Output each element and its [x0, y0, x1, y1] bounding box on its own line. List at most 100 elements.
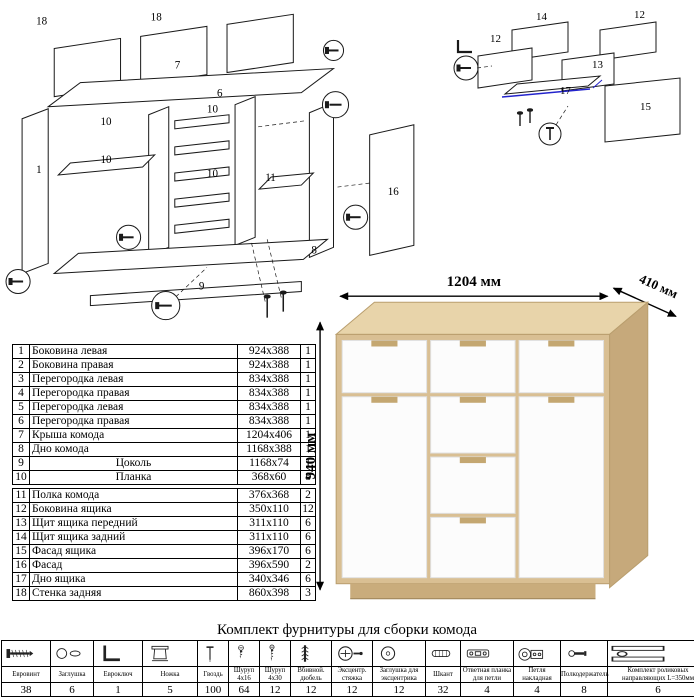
partition-panel — [234, 95, 256, 247]
part-name: Щит ящика задний — [29, 530, 238, 545]
hardware-item-qty: 8 — [560, 682, 608, 698]
shelf-pin-icon — [560, 640, 608, 667]
part-number: 16 — [12, 558, 30, 573]
hardware-item-qty: 4 — [513, 682, 561, 698]
magnifier-callouts — [5, 39, 369, 321]
part-name: Цоколь — [29, 456, 238, 471]
magnifier-callouts — [453, 55, 562, 146]
hardware-item-qty: 12 — [372, 682, 426, 698]
hexkey-detail — [456, 40, 472, 54]
handle-grooves — [371, 340, 575, 524]
hexkey-icon — [93, 640, 143, 667]
part-number-label: 15 — [640, 101, 652, 113]
part-number-label: 13 — [592, 59, 604, 71]
drawer-facade-15 — [604, 77, 681, 143]
wood-dowel-icon — [425, 640, 461, 667]
bottom-panel-8 — [52, 238, 329, 275]
plinth-9 — [89, 280, 302, 307]
hardware-kit-title: Комплект фурнитуры для сборки комода — [216, 622, 477, 638]
part-number-label: 9 — [199, 281, 205, 293]
part-number-label: 8 — [311, 244, 317, 256]
part-size: 376x368 — [237, 488, 301, 503]
part-name: Дно ящика — [29, 572, 238, 587]
handle-groove — [459, 457, 486, 464]
loose-screws-detail — [516, 108, 534, 126]
handle-groove — [459, 396, 486, 403]
part-number: 12 — [12, 502, 30, 517]
drawer-slat-10 — [174, 192, 230, 208]
wood-dowel-icon — [431, 649, 451, 658]
plug-icon — [56, 648, 81, 659]
hardware-item-qty: 6 — [50, 682, 94, 698]
part-number: 2 — [12, 358, 30, 373]
hexkey-icon — [103, 645, 120, 662]
part-qty: 8 — [300, 470, 316, 485]
part-size: 924x388 — [237, 344, 301, 359]
euroscrew-icon — [1, 640, 51, 667]
hardware-item-qty: 12 — [259, 682, 291, 698]
part-number: 3 — [12, 372, 30, 387]
hinge-icon — [513, 640, 561, 667]
hardware-item-qty: 32 — [425, 682, 461, 698]
assembly-guide-lines — [170, 120, 370, 302]
part-number-label: 10 — [100, 116, 112, 128]
drawer-front — [430, 456, 516, 514]
part-name: Боковина ящика — [29, 502, 238, 517]
part-name: Стенка задняя — [29, 586, 238, 601]
hardware-item-name: Ножка — [142, 665, 198, 684]
part-name: Крыша комода — [29, 428, 238, 443]
screw-icon — [269, 644, 275, 662]
part-number: 11 — [12, 488, 30, 503]
part-number: 17 — [12, 572, 30, 587]
cabinet-plinth — [350, 583, 596, 599]
part-number: 8 — [12, 442, 30, 457]
cabinet — [334, 301, 650, 600]
hardware-item-qty: 4 — [460, 682, 514, 698]
part-number-label: 7 — [175, 60, 181, 72]
depth-dimension-label: 410 мм — [637, 271, 680, 301]
hardware-item-name: Евровинт — [1, 665, 51, 684]
part-number: 9 — [12, 456, 30, 471]
part-number-label: 10 — [100, 154, 112, 166]
part-size: 396x590 — [237, 558, 301, 573]
part-name: Перегородка левая — [29, 372, 238, 387]
part-name: Планка — [29, 470, 238, 485]
part-size: 834x388 — [237, 414, 301, 429]
part-name: Перегородка правая — [29, 386, 238, 401]
part-name: Боковина левая — [29, 344, 238, 359]
drawer-slat-10 — [174, 218, 230, 234]
drawer-front — [430, 396, 516, 454]
part-number: 7 — [12, 428, 30, 443]
hinge-plate-icon — [466, 649, 490, 658]
door-panel-16 — [369, 124, 415, 257]
drawer-bottom-17 — [503, 75, 602, 95]
screw-icon — [238, 645, 244, 659]
part-qty: 1 — [300, 442, 316, 457]
hardware-item-qty: 1 — [93, 682, 143, 698]
part-number: 15 — [12, 544, 30, 559]
part-size: 311x110 — [237, 516, 301, 531]
handle-groove — [459, 340, 486, 347]
drawer-slat-10 — [174, 140, 230, 156]
assembly-guide-lines — [476, 65, 569, 126]
part-size: 311x110 — [237, 530, 301, 545]
drawer-side-panel-12 — [599, 21, 657, 61]
part-size: 340x346 — [237, 572, 301, 587]
hardware-item-qty: 5 — [142, 682, 198, 698]
hardware-icons-row — [1, 640, 694, 667]
hinge-icon — [518, 648, 544, 661]
product-render: 1204 мм 410 мм 940 мм — [306, 271, 680, 600]
cam-cover-icon — [372, 640, 426, 667]
back-panel-18 — [140, 25, 208, 86]
